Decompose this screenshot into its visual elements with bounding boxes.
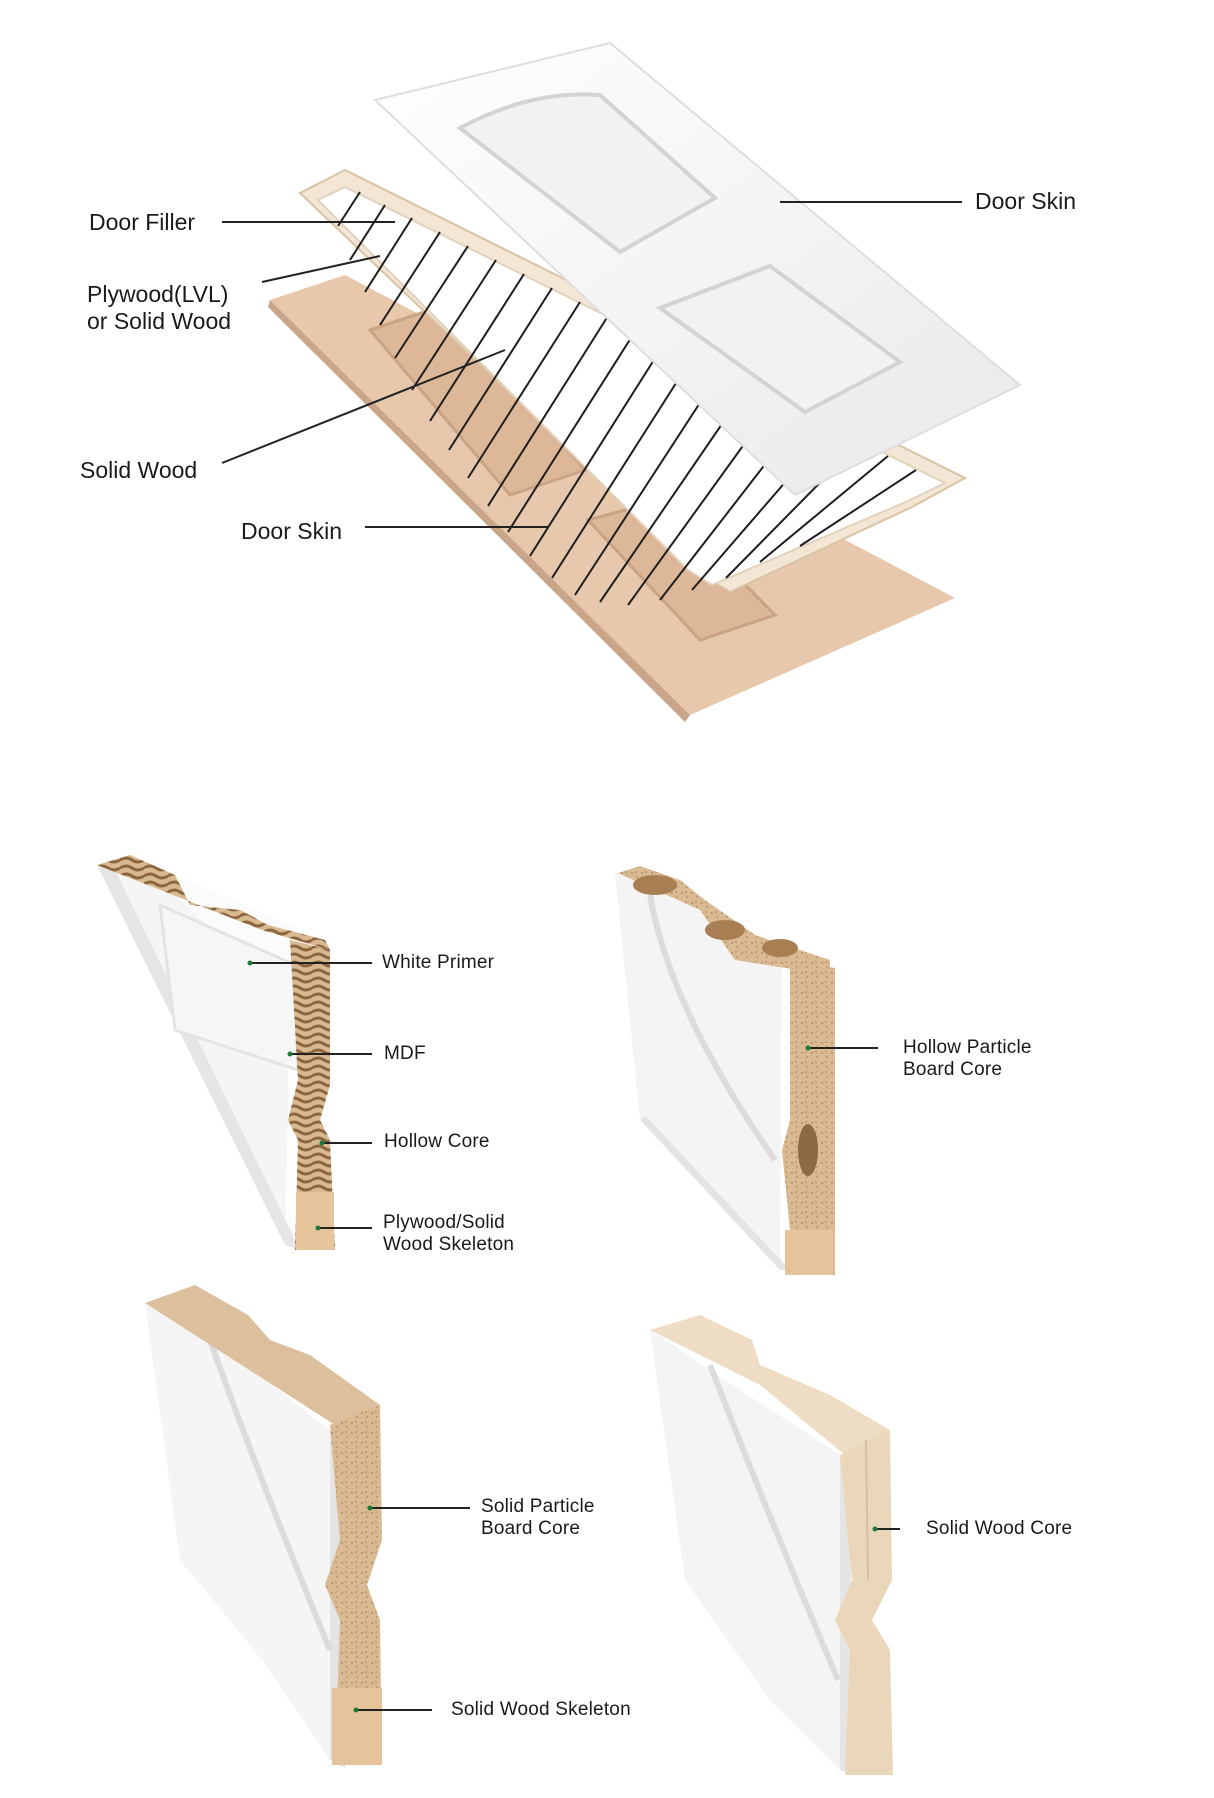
section-leader-lines (250, 962, 900, 1711)
hollow-particle-section (615, 866, 835, 1275)
solid-particle-section (145, 1285, 382, 1768)
label-door-skin-bottom: Door Skin (241, 518, 342, 544)
hollow-core-section (97, 855, 335, 1250)
label-solid-wood: Solid Wood (80, 457, 198, 483)
label-mdf: MDF (384, 1043, 426, 1064)
label-solid-particle-core: Solid Particle Board Core (481, 1496, 595, 1540)
leader-dots (247, 960, 878, 1713)
label-solid-wood-skeleton: Solid Wood Skeleton (451, 1699, 631, 1720)
label-door-skin-top: Door Skin (975, 188, 1076, 214)
label-plywood-lvl: Plywood(LVL) or Solid Wood (87, 281, 232, 335)
label-hollow-particle-core: Hollow Particle Board Core (903, 1037, 1032, 1081)
label-door-filler: Door Filler (89, 209, 196, 235)
top-door-skin (372, 41, 1022, 497)
exploded-leader-lines (221, 201, 962, 528)
label-white-primer: White Primer (382, 952, 495, 973)
label-solid-wood-core: Solid Wood Core (926, 1518, 1073, 1539)
label-plywood-solid-skeleton: Plywood/Solid Wood Skeleton (383, 1212, 515, 1256)
solid-wood-section (650, 1315, 893, 1775)
label-hollow-core: Hollow Core (384, 1131, 490, 1152)
